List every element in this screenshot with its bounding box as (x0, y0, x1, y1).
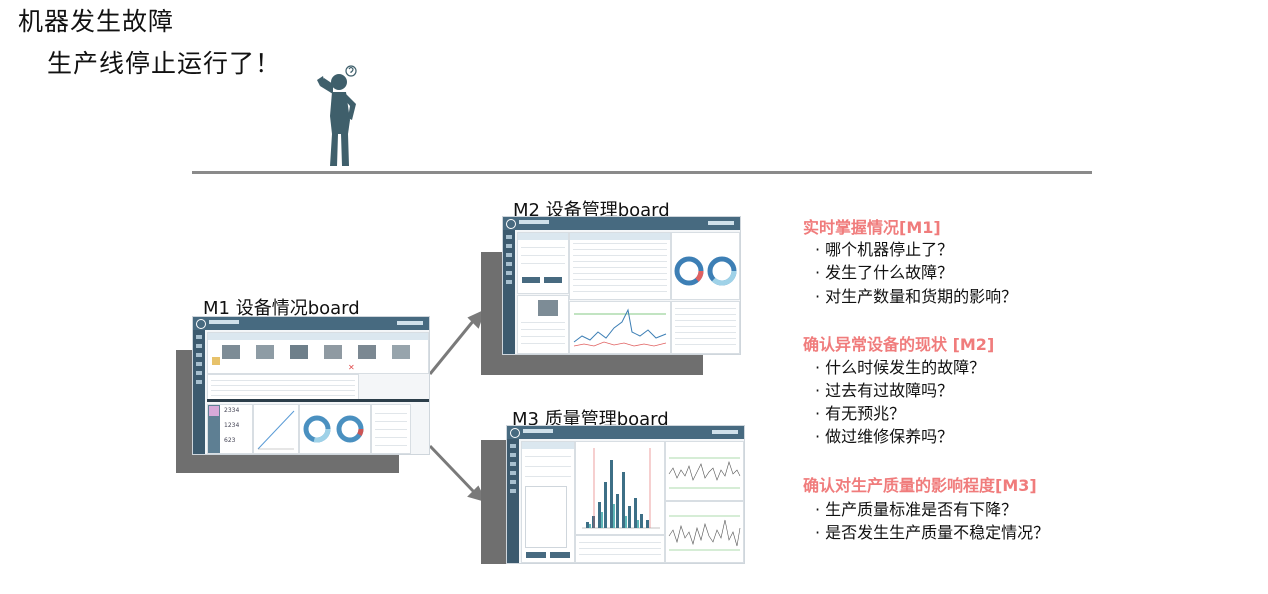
m1-title: M1 设备情况board (203, 298, 360, 319)
m2-machine-info (517, 295, 569, 354)
m2-header-bar (503, 217, 740, 230)
m2-filter-panel (517, 232, 569, 294)
m1-dashboard-screenshot: ✕ 2334 1234 623 (192, 316, 430, 455)
m2-dashboard-screenshot (502, 216, 741, 355)
m3-header-bar (507, 426, 744, 439)
bullet-item: · 过去有过故障吗？ (815, 381, 954, 400)
m3-filter-panel (521, 441, 575, 563)
confused-person-icon (317, 65, 357, 166)
m1-machine-row: ✕ (207, 332, 429, 374)
m2-trend-chart (569, 301, 671, 354)
headline-line-2: 生产线停止运行了！ (47, 49, 282, 78)
m3-dashboard-screenshot (506, 425, 745, 564)
m1-side-table (371, 404, 411, 454)
m1-kpi-2: 1234 (224, 422, 240, 429)
m2-sidebar (503, 230, 515, 354)
m2-title: M2 设备管理board (513, 200, 670, 221)
section-title-m3: 确认对生产质量的影响程度[M3] (803, 476, 1037, 495)
m1-alarm-table (207, 374, 359, 400)
section-title-m1: 实时掌握情况[M1] (803, 218, 941, 237)
bullet-item: · 是否发生生产质量不稳定情况？ (815, 523, 1050, 542)
timeline-divider (192, 171, 1092, 174)
m1-sidebar (193, 330, 205, 454)
m1-line-chart (253, 404, 299, 454)
m1-header-bar (193, 317, 429, 330)
section-title-m2: 确认异常设备的现状 [M2] (803, 335, 995, 354)
m3-stats-table (575, 535, 665, 563)
bullet-item: · 生产质量标准是否有下降？ (815, 500, 1018, 519)
m1-donut-charts (299, 404, 371, 454)
m3-control-chart-2 (665, 501, 744, 563)
m1-kpi-1: 2334 (224, 407, 240, 414)
m3-histogram (575, 441, 665, 535)
bullet-item: · 有无预兆？ (815, 404, 906, 423)
m3-title: M3 质量管理board (512, 409, 669, 430)
m2-donut-charts (671, 232, 740, 300)
m1-kpi-panel: 2334 1234 623 (207, 404, 253, 454)
bullet-item: · 哪个机器停止了？ (815, 240, 954, 259)
m2-history-table (569, 232, 671, 300)
m3-control-chart-1 (665, 441, 744, 501)
headline-line-1: 机器发生故障 (18, 7, 175, 36)
m3-sidebar (507, 439, 519, 563)
bullet-item: · 做过维修保养吗？ (815, 427, 954, 446)
m1-kpi-3: 623 (224, 437, 236, 444)
bullet-item: · 发生了什么故障？ (815, 263, 954, 282)
bullet-item: · 对生产数量和货期的影响？ (815, 287, 1018, 306)
m2-detail-table (671, 301, 740, 354)
m3-shadow (481, 440, 507, 564)
bullet-item: · 什么时候发生的故障？ (815, 358, 986, 377)
